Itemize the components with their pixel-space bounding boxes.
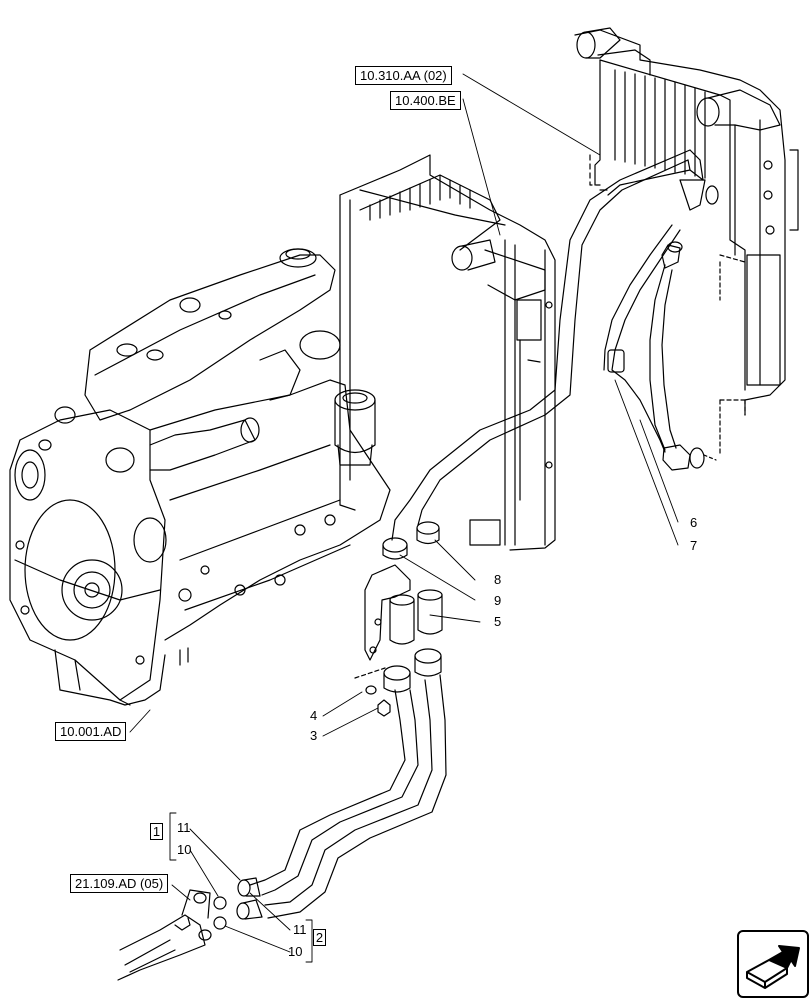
callout-4: 4 <box>310 708 318 723</box>
auxiliary-radiator <box>574 27 799 456</box>
cooler-pipes-upper <box>382 149 719 560</box>
arrow-graphic <box>746 945 800 989</box>
ref-box-engine[interactable]: 10.001.AD <box>55 722 127 741</box>
bolt-and-washer <box>213 667 391 930</box>
mounting-bracket <box>364 564 443 661</box>
cooler-pipes-lower <box>236 648 447 920</box>
callout-6: 6 <box>690 515 698 530</box>
callout-5: 5 <box>494 614 502 629</box>
callout-8: 8 <box>494 572 502 587</box>
valve-block <box>117 889 212 981</box>
main-radiator <box>339 154 556 551</box>
callout-11-upper: 11 <box>177 820 191 835</box>
ref-box-top-radiator[interactable]: 10.310.AA (02) <box>355 66 452 85</box>
callout-10-upper: 10 <box>177 842 192 857</box>
cooler-hose <box>603 224 717 471</box>
next-page-arrow-icon[interactable] <box>737 930 809 998</box>
group-box-1: 1 <box>150 823 163 840</box>
engine-block <box>9 248 391 706</box>
callout-3: 3 <box>310 728 318 743</box>
callout-11-lower: 11 <box>293 922 307 937</box>
callout-7: 7 <box>690 538 698 553</box>
ref-box-radiator[interactable]: 10.400.BE <box>390 91 461 110</box>
leader-lines <box>129 73 679 963</box>
callout-10-lower: 10 <box>288 944 303 959</box>
callout-9: 9 <box>494 593 502 608</box>
group-box-2: 2 <box>313 929 326 946</box>
ref-box-valve[interactable]: 21.109.AD (05) <box>70 874 169 893</box>
